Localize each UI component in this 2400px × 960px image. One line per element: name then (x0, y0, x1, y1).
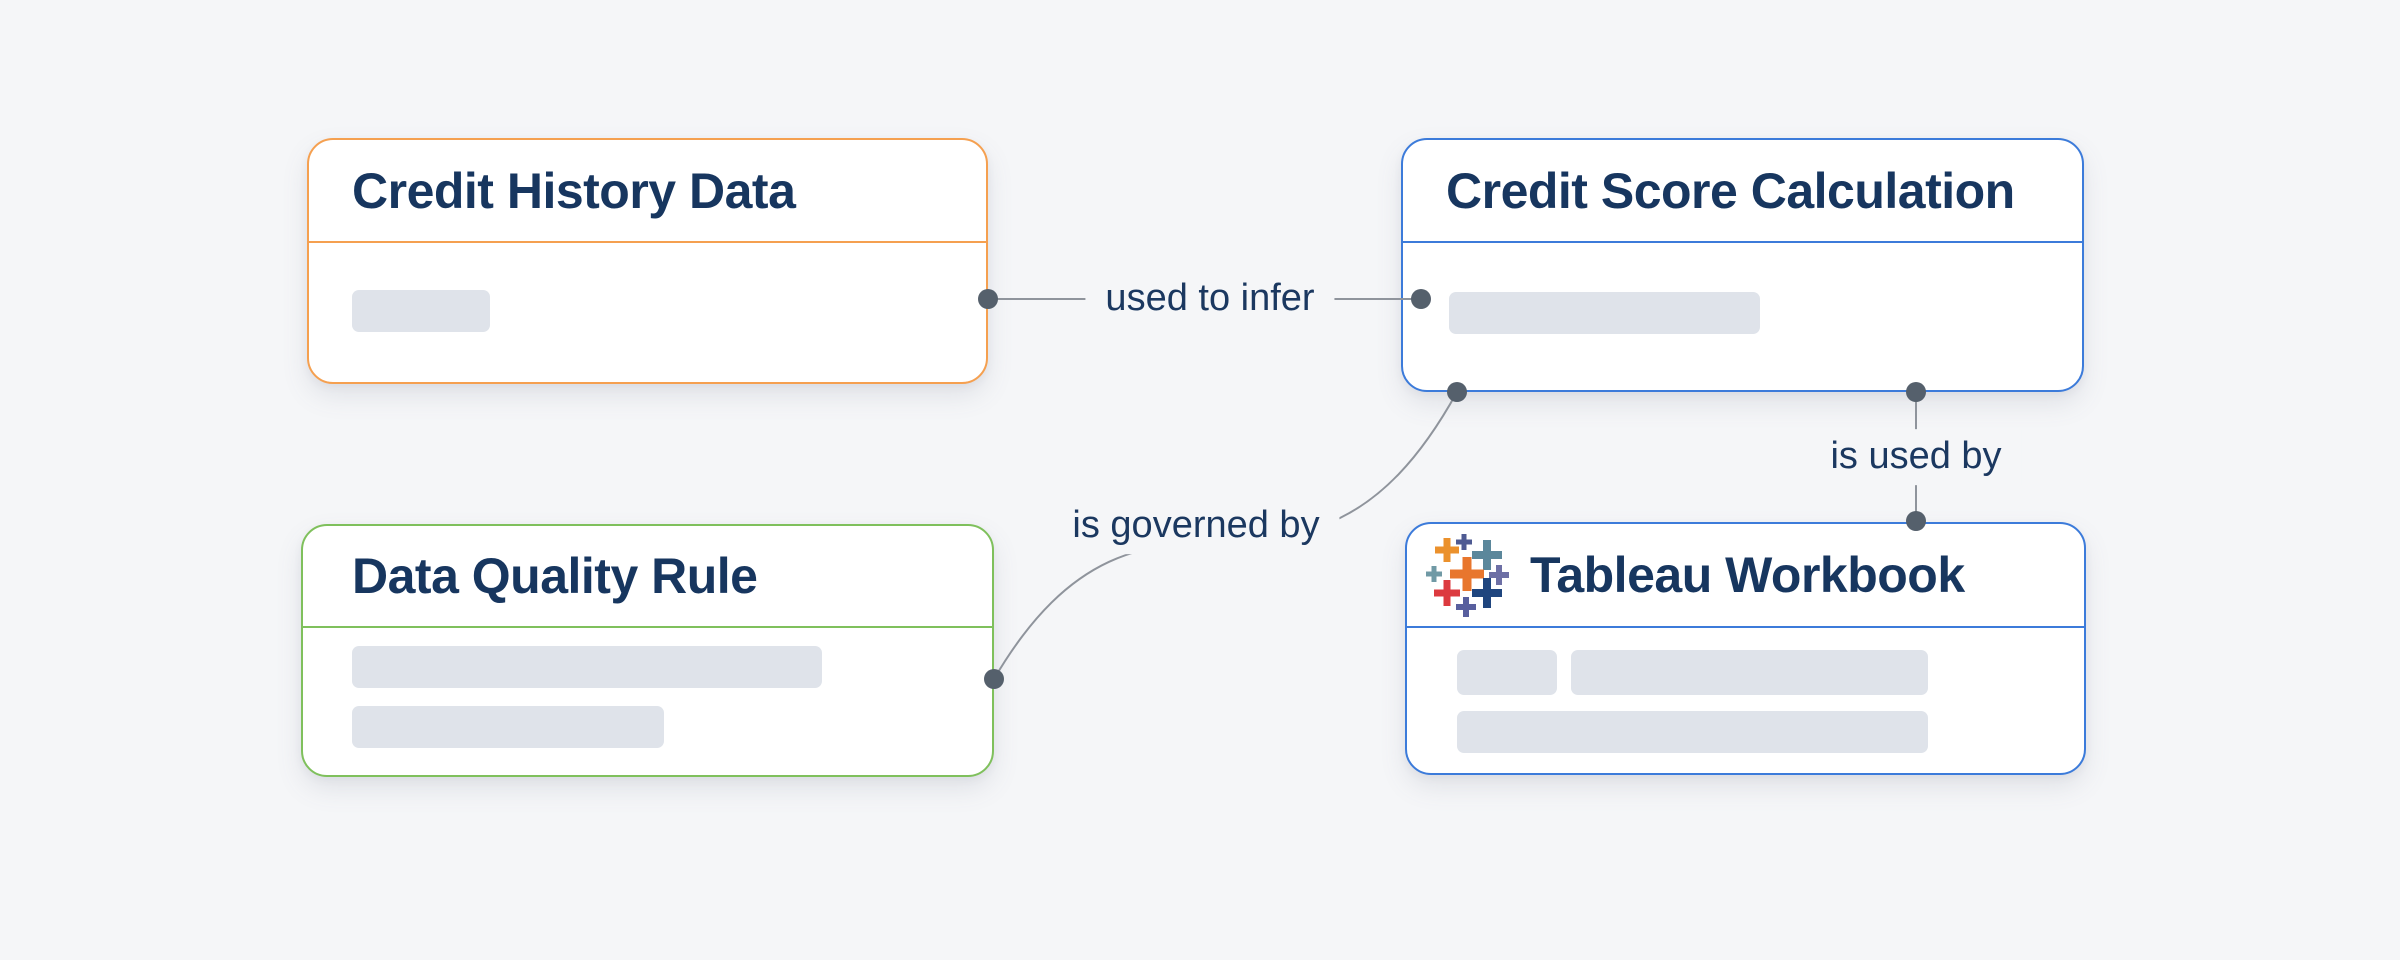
placeholder-bar (1449, 292, 1760, 334)
edge-label-is-used-by[interactable]: is used by (1810, 429, 2022, 485)
node-title: Credit History Data (352, 162, 796, 219)
node-title: Data Quality Rule (352, 548, 758, 604)
node-header: Credit Score Calculation (1403, 140, 2082, 243)
node-data-quality-rule[interactable]: Data Quality Rule (301, 524, 994, 777)
node-credit-history-data[interactable]: Credit History Data (307, 138, 988, 384)
placeholder-bar (352, 706, 664, 748)
node-title: Credit Score Calculation (1446, 162, 2015, 219)
node-header: Credit History Data (309, 140, 986, 243)
node-header: Data Quality Rule (303, 526, 992, 628)
placeholder-bar (1457, 650, 1557, 695)
placeholder-bar (352, 646, 822, 688)
placeholder-bar (1571, 650, 1928, 695)
placeholder-bar (352, 290, 490, 332)
node-tableau-workbook[interactable]: Tableau Workbook (1405, 522, 2086, 775)
node-title: Tableau Workbook (1530, 547, 1965, 603)
tableau-logo-icon (1426, 534, 1509, 617)
edge-label-is-governed-by[interactable]: is governed by (1052, 498, 1340, 554)
node-credit-score-calculation[interactable]: Credit Score Calculation (1401, 138, 2084, 392)
node-header: Tableau Workbook (1407, 524, 2084, 628)
placeholder-bar (1457, 711, 1928, 753)
edge-label-used-to-infer[interactable]: used to infer (1085, 271, 1335, 327)
